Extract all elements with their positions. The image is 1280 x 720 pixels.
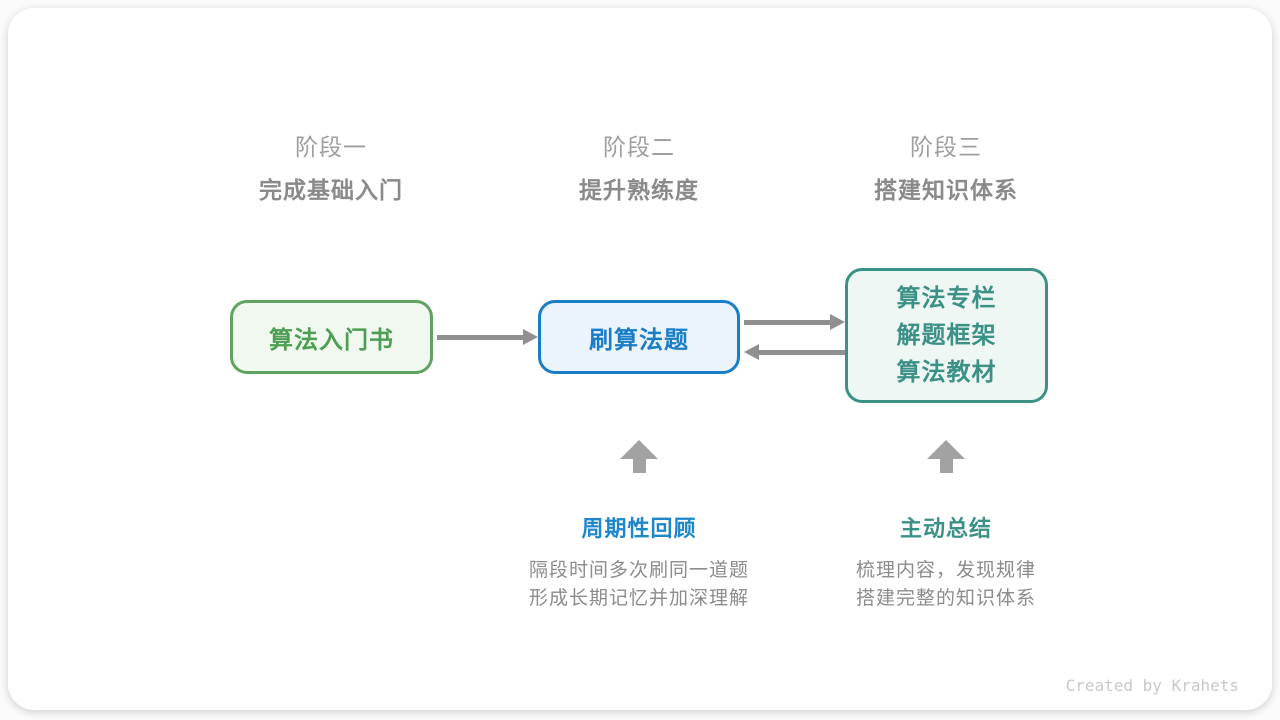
- node-practice-label: 刷算法题: [589, 326, 689, 354]
- arrow-resources-to-practice-icon: [744, 344, 845, 360]
- arrow-book-to-practice-icon: [437, 329, 538, 345]
- stage-2-label: 阶段二: [603, 134, 675, 160]
- annotation-review-desc: 隔段时间多次刷同一道题 形成长期记忆并加深理解: [529, 557, 749, 613]
- stage-3-label: 阶段三: [910, 134, 982, 160]
- arrow-head-right-icon: [830, 314, 845, 330]
- node-resources-line-3: 算法教材: [896, 359, 997, 386]
- arrow-stem: [758, 350, 845, 355]
- node-resources-line-2: 解题框架: [896, 322, 997, 349]
- stage-3-subtitle: 搭建知识体系: [874, 177, 1018, 203]
- annotation-summary-desc: 梳理内容，发现规律 搭建完整的知识体系: [856, 557, 1036, 613]
- stage-1-label: 阶段一: [295, 134, 367, 160]
- stage-1-subtitle: 完成基础入门: [259, 177, 403, 203]
- arrow-practice-to-resources-icon: [744, 314, 845, 330]
- arrow-head-left-icon: [744, 344, 759, 360]
- annotation-summary-title: 主动总结: [899, 516, 993, 541]
- arrow-head-right-icon: [523, 329, 538, 345]
- up-arrow-head-icon: [927, 440, 965, 459]
- up-arrow-stem: [632, 459, 646, 473]
- node-intro-book-label: 算法入门书: [269, 326, 394, 354]
- node-resources: 算法专栏 解题框架 算法教材: [845, 268, 1048, 403]
- annotation-summary-desc-line-2: 搭建完整的知识体系: [855, 588, 1037, 609]
- node-intro-book: 算法入门书: [230, 300, 433, 374]
- arrow-stem: [437, 335, 524, 340]
- annotation-summary-desc-line-1: 梳理内容，发现规律: [855, 560, 1037, 581]
- annotation-review-desc-line-1: 隔段时间多次刷同一道题: [528, 560, 750, 581]
- up-arrow-summary-icon: [927, 440, 965, 473]
- annotation-review-desc-line-2: 形成长期记忆并加深理解: [528, 588, 750, 609]
- credit-text: Created by Krahets: [1065, 676, 1239, 695]
- node-resources-line-1: 算法专栏: [896, 285, 997, 312]
- up-arrow-stem: [939, 459, 953, 473]
- stage-2-subtitle: 提升熟练度: [579, 177, 699, 203]
- annotation-review-title: 周期性回顾: [581, 516, 697, 541]
- up-arrow-head-icon: [620, 440, 658, 459]
- up-arrow-review-icon: [620, 440, 658, 473]
- node-practice: 刷算法题: [538, 300, 740, 374]
- arrow-stem: [744, 320, 831, 325]
